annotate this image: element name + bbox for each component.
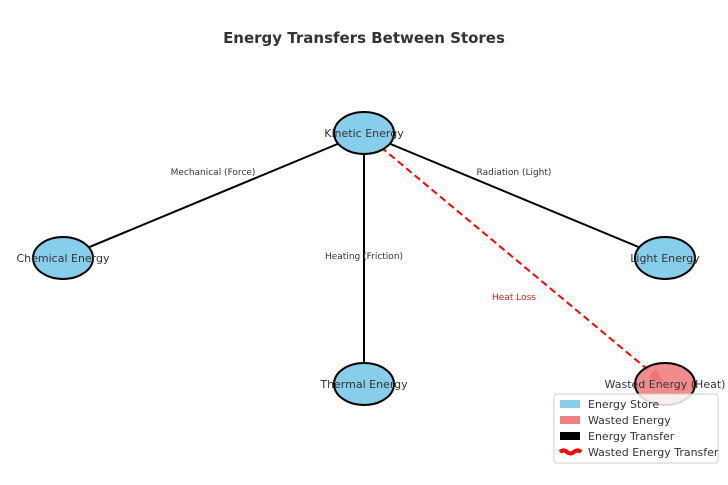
legend-swatch-wasted-transfer xyxy=(558,448,583,456)
edge-label-kinetic-to-wasted: Heat Loss xyxy=(492,293,536,303)
node-thermal: Thermal Energy xyxy=(319,362,408,406)
node-shape-chemical xyxy=(32,236,94,280)
legend-frame xyxy=(553,393,719,464)
legend-item-wasted-transfer: Wasted Energy Transfer xyxy=(558,446,719,459)
node-shape-thermal xyxy=(333,362,395,406)
edge-label-kinetic-to-light: Radiation (Light) xyxy=(477,168,552,178)
legend-label-wasted-energy: Wasted Energy xyxy=(588,414,671,427)
edge-label-chemical-to-kinetic: Mechanical (Force) xyxy=(171,168,256,178)
legend-item-energy-store: Energy Store xyxy=(560,398,659,411)
node-shape-kinetic xyxy=(333,111,395,155)
legend-item-wasted-energy: Wasted Energy xyxy=(560,414,671,427)
legend-label-wasted-transfer: Wasted Energy Transfer xyxy=(588,446,719,459)
node-label-kinetic: Kinetic Energy xyxy=(324,127,404,140)
legend-item-energy-transfer: Energy Transfer xyxy=(560,430,675,443)
edge-kinetic-to-light xyxy=(363,132,667,259)
diagram-title: Energy Transfers Between Stores xyxy=(223,29,505,47)
edges-layer: Mechanical (Force) Radiation (Light) Heati… xyxy=(62,132,667,386)
edge-label-kinetic-to-thermal: Heating (Friction) xyxy=(325,252,403,262)
node-label-wasted: Wasted Energy (Heat) xyxy=(605,378,726,391)
edge-chemical-to-kinetic xyxy=(62,132,366,259)
node-chemical: Chemical Energy xyxy=(16,236,110,280)
node-label-light: Light Energy xyxy=(630,252,700,265)
legend-swatch-energy-store xyxy=(560,400,580,408)
legend-swatch-energy-transfer xyxy=(560,432,580,440)
node-light: Light Energy xyxy=(630,236,700,280)
legend-label-energy-transfer: Energy Transfer xyxy=(588,430,675,443)
legend-swatch-wasted-energy xyxy=(560,416,580,424)
node-kinetic: Kinetic Energy xyxy=(324,111,404,155)
node-label-thermal: Thermal Energy xyxy=(319,378,408,391)
edge-kinetic-to-wasted xyxy=(363,132,664,383)
node-label-chemical: Chemical Energy xyxy=(16,252,110,265)
node-shape-light xyxy=(634,236,696,280)
legend-label-energy-store: Energy Store xyxy=(588,398,659,411)
